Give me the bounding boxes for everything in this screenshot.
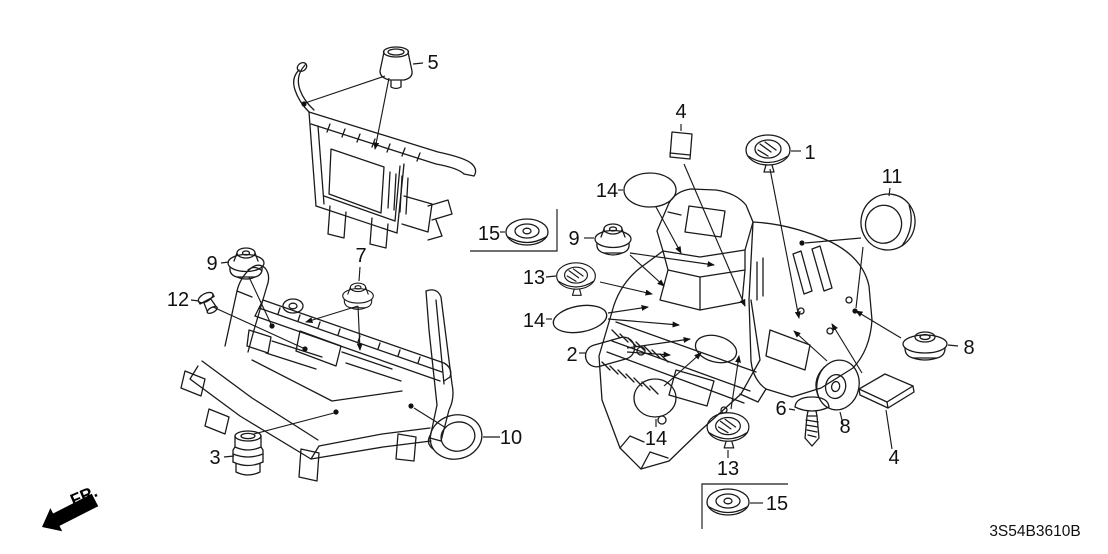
part-15-left-washer-glyph [505,218,549,246]
part-1-grommet-glyph [745,134,791,173]
callout-11[interactable]: 11 [882,166,903,188]
callout-6[interactable]: 6 [775,398,786,420]
callout-14-middle[interactable]: 14 [523,310,545,332]
callout-12[interactable]: 12 [167,289,189,311]
part-4-top-pad-glyph [669,131,693,160]
part-14-middle-oval-glyph [552,304,608,334]
part-9-left-grommet-glyph [227,247,265,280]
callout-4-top[interactable]: 4 [675,101,686,123]
leader-lines-part5 [301,75,390,150]
callout-7[interactable]: 7 [355,245,366,267]
callout-14-top[interactable]: 14 [596,180,618,202]
callout-15-left[interactable]: 15 [478,223,500,245]
callout-9-left[interactable]: 9 [206,253,217,275]
front-bulkhead-art [180,264,454,482]
callout-dashes [190,62,959,504]
diagram-code: 3S54B3610B [989,523,1080,540]
callout-8-right[interactable]: 8 [963,337,974,359]
callout-15-bottom[interactable]: 15 [766,493,788,515]
part-14-bottom-circle-glyph [633,378,677,418]
front-direction-marker: FR. [42,482,100,532]
part-4-bottom-pad-glyph [858,373,915,409]
part-5-cap-glyph [379,46,413,90]
callout-10[interactable]: 10 [500,427,522,449]
leader-lines-right [599,163,902,410]
part-10-ring-glyph [427,414,483,460]
part-8-right-grommet-glyph [902,331,948,361]
bracket-15-left [470,209,558,252]
leader-lines-left [212,276,447,435]
callout-14-bottom[interactable]: 14 [645,428,667,450]
callout-4-bottom[interactable]: 4 [888,447,899,469]
callout-13-upper[interactable]: 13 [523,267,545,289]
callout-8-bottom[interactable]: 8 [839,416,850,438]
part-9-right-grommet-glyph [594,223,632,256]
fr-arrow-icon [42,493,99,532]
radiator-support-art [293,61,477,249]
callout-2[interactable]: 2 [566,344,577,366]
callout-5[interactable]: 5 [427,52,438,74]
callout-3[interactable]: 3 [209,447,220,469]
part-14-top-oval-glyph [623,172,677,208]
part-13-upper-grommet-glyph [556,262,596,296]
callout-1[interactable]: 1 [804,142,815,164]
part-15-bottom-washer-glyph [706,488,750,516]
part-3-bushing-glyph [232,430,264,476]
callout-13-bottom[interactable]: 13 [717,458,739,480]
part-11-plug-glyph [860,193,916,251]
bracket-15-bottom [701,483,788,529]
part-2-pad-glyph [584,336,636,368]
callout-9-right[interactable]: 9 [568,228,579,250]
part-6-screw-glyph [794,396,830,447]
part-12-clip-glyph [197,291,218,314]
part-7-grommet-glyph [342,282,374,311]
